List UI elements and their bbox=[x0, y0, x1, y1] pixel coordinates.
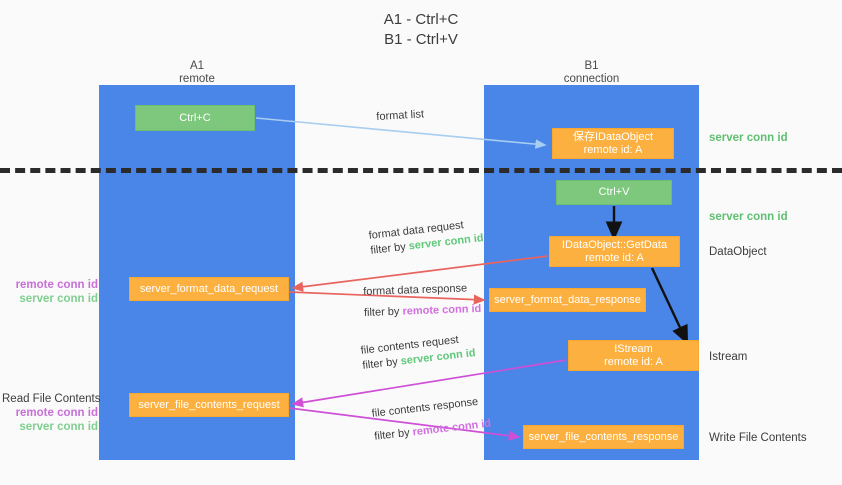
edge-label-format-list-line1: format list bbox=[376, 108, 425, 123]
edge-label-file-contents-request-prefix: filter by bbox=[361, 355, 402, 372]
edge-label-format-data-response-highlight: remote conn id bbox=[402, 302, 482, 318]
edge-label-file-contents-response-prefix: filter by bbox=[373, 426, 414, 443]
annotation-group1-server-conn-id: server conn id bbox=[19, 293, 98, 305]
node-ctrl-v[interactable]: Ctrl+V bbox=[556, 180, 672, 205]
edge-label-format-data-response: format data response filter by remote co… bbox=[363, 281, 482, 321]
column-b1-role: connection bbox=[563, 73, 620, 85]
annotation-server-conn-id-1: server conn id bbox=[709, 132, 788, 144]
column-b1-name: B1 bbox=[584, 60, 599, 72]
annotation-dataobject: DataObject bbox=[709, 246, 767, 258]
node-server-file-contents-request[interactable]: server_file_contents_request bbox=[129, 393, 289, 417]
edge-label-format-data-response-line1: format data response bbox=[363, 282, 468, 298]
node-getdata-line1: IDataObject::GetData bbox=[561, 238, 668, 251]
edge-label-file-contents-response: file contents response filter by remote … bbox=[371, 394, 492, 445]
node-ctrl-c[interactable]: Ctrl+C bbox=[135, 105, 255, 131]
edge-label-file-contents-response-highlight: remote conn id bbox=[411, 417, 492, 439]
annotation-read-file-contents: Read File Contents bbox=[2, 393, 101, 405]
node-istream-line2: remote id: A bbox=[604, 355, 663, 368]
node-server-file-contents-request-label: server_file_contents_request bbox=[138, 398, 280, 411]
annotation-conn-id-group-2: Read File Contents remote conn id server… bbox=[2, 392, 101, 434]
column-a1-name: A1 bbox=[189, 60, 205, 72]
edge-label-format-data-request: format data request filter by server con… bbox=[368, 216, 484, 259]
annotation-group2-remote-conn-id: remote conn id bbox=[15, 407, 98, 419]
node-save-idataobject-line2: remote id: A bbox=[583, 143, 643, 156]
edge-label-format-data-request-prefix: filter by bbox=[369, 240, 410, 257]
edge-label-format-data-response-prefix: filter by bbox=[363, 305, 403, 319]
node-istream[interactable]: IStream remote id: A bbox=[568, 340, 699, 371]
node-idataobject-getdata[interactable]: IDataObject::GetData remote id: A bbox=[549, 236, 680, 267]
phase-divider-dashed-line bbox=[0, 168, 842, 173]
edge-label-format-list: format list bbox=[376, 107, 424, 125]
title-line-2: B1 - Ctrl+V bbox=[384, 31, 458, 48]
node-getdata-line2: remote id: A bbox=[585, 251, 644, 264]
node-save-idataobject[interactable]: 保存IDataObject remote id: A bbox=[552, 128, 674, 159]
node-ctrl-c-line1: Ctrl+C bbox=[179, 111, 211, 124]
node-server-format-data-response-label: server_format_data_response bbox=[494, 293, 641, 306]
annotation-group2-server-conn-id: server conn id bbox=[19, 421, 98, 433]
node-server-file-contents-response[interactable]: server_file_contents_response bbox=[523, 425, 684, 449]
edge-label-file-contents-request: file contents request filter by server c… bbox=[360, 331, 476, 374]
annotation-group1-remote-conn-id: remote conn id bbox=[15, 279, 98, 291]
diagram-title: A1 - Ctrl+C B1 - Ctrl+V bbox=[0, 10, 842, 50]
annotation-server-conn-id-2: server conn id bbox=[709, 211, 788, 223]
annotation-conn-id-group-1: remote conn id server conn id bbox=[2, 278, 98, 306]
node-server-file-contents-response-label: server_file_contents_response bbox=[528, 430, 679, 443]
node-save-idataobject-line1: 保存IDataObject bbox=[572, 130, 654, 143]
annotation-istream: Istream bbox=[709, 351, 748, 363]
node-server-format-data-response[interactable]: server_format_data_response bbox=[489, 288, 646, 312]
column-header-a1: A1 remote bbox=[99, 60, 295, 86]
node-istream-line1: IStream bbox=[614, 342, 653, 355]
column-header-b1: B1 connection bbox=[484, 60, 699, 86]
node-server-format-data-request-label: server_format_data_request bbox=[139, 282, 279, 295]
title-line-1: A1 - Ctrl+C bbox=[383, 11, 459, 28]
annotation-write-file-contents: Write File Contents bbox=[709, 432, 807, 444]
column-a1-role: remote bbox=[179, 73, 215, 85]
node-server-format-data-request[interactable]: server_format_data_request bbox=[129, 277, 289, 301]
node-ctrl-v-line1: Ctrl+V bbox=[598, 186, 630, 198]
